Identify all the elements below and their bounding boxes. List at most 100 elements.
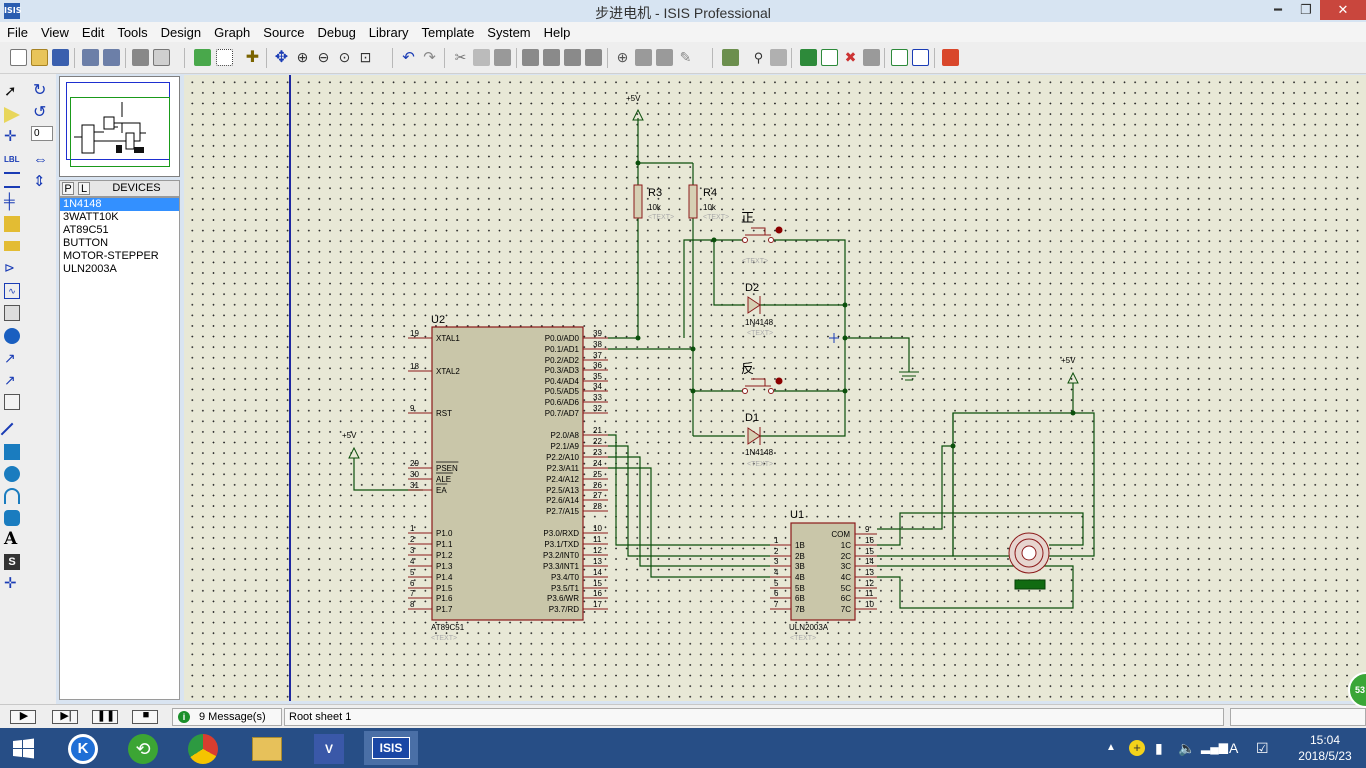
tray-volume-icon[interactable]: 🔈 [1178,740,1196,756]
cut-icon[interactable]: ✂ [454,49,467,65]
chip-u2[interactable]: U2 AT89C51 <TEXT> 19XTAL118XTAL29RST29PS… [408,314,608,642]
u2-pin-3[interactable]: 3P1.2 [408,546,453,560]
isis-app-icon[interactable]: ISIS [4,3,21,19]
rotate-clockwise-icon[interactable]: ↻ [33,82,47,99]
taskbar-keil-icon[interactable]: V [302,731,356,765]
voltage-probe-icon[interactable]: ↗ [4,350,16,366]
remove-sheet-icon[interactable]: ✖ [844,49,857,65]
current-probe-icon[interactable]: ↗ [4,372,16,388]
device-item-uln2003a[interactable]: ULN2003A [63,263,117,275]
device-item-motor-stepper[interactable]: MOTOR-STEPPER [63,250,159,262]
taskbar-isis-icon[interactable]: ISIS [364,731,418,765]
packaging-tool-icon[interactable] [656,49,673,66]
make-device-icon[interactable] [635,49,652,66]
resistor-r4[interactable]: R4 10k <TEXT> [688,184,729,221]
device-item-at89c51[interactable]: AT89C51 [63,224,109,236]
subcircuit-icon[interactable] [4,216,20,232]
open-file-icon[interactable] [31,49,48,66]
play-button[interactable]: ▶ [10,710,36,724]
paste-icon[interactable] [494,49,511,66]
menu-design[interactable]: Design [160,25,202,40]
stop-button[interactable]: ■ [132,709,158,724]
menu-debug[interactable]: Debug [317,25,356,40]
marker-tool-icon[interactable]: ✛ [4,575,17,592]
mirror-horizontal-icon[interactable]: ⇔ [33,151,48,168]
rotate-anticlockwise-icon[interactable]: ↺ [33,104,47,121]
search-tag-icon[interactable]: ⚲ [753,50,764,65]
electrical-rules-check-icon[interactable] [912,49,929,66]
copy-icon[interactable] [473,49,490,66]
grid-icon[interactable] [216,49,233,66]
chip-u1[interactable]: U1 ULN2003A <TEXT> 9COM11B22B33B44B55B66… [770,509,877,642]
tray-action-center-icon[interactable]: ☑ [1256,740,1269,756]
tray-ime-indicator[interactable]: A [1229,740,1239,756]
device-pins-icon[interactable]: ⊳ [4,260,15,275]
library-manager-button[interactable]: L [78,182,90,195]
menu-source[interactable]: Source [263,25,305,40]
terminals-icon[interactable] [4,241,20,251]
step-button[interactable]: ▶| [52,710,78,724]
minimize-button[interactable]: ━ [1274,2,1282,17]
u2-pin-4[interactable]: 4P1.3 [408,557,453,571]
taskbar-explorer-icon[interactable] [240,731,294,765]
netlist-to-ares-icon[interactable] [942,49,959,66]
u1-pin-3[interactable]: 33B [770,557,805,571]
line-tool-icon[interactable] [0,422,24,446]
print-area-icon[interactable] [153,49,170,66]
print-icon[interactable] [132,49,149,66]
u1-pin-6[interactable]: 66B [770,589,805,603]
taskbar-clock[interactable]: 15:04 2018/5/23 [1290,732,1360,764]
block-rotate-icon[interactable] [564,49,581,66]
menu-file[interactable]: File [7,25,28,40]
add-sheet-icon[interactable] [821,49,838,66]
menu-library[interactable]: Library [368,25,409,40]
power-terminal-top[interactable]: +5V [626,94,644,121]
menu-view[interactable]: View [40,25,69,40]
redo-icon[interactable]: ↷ [423,49,436,66]
ground-terminal[interactable] [899,371,919,381]
menu-tools[interactable]: Tools [117,25,148,40]
device-item-button[interactable]: BUTTON [63,237,109,249]
zoom-area-icon[interactable]: ⊡ [359,49,372,65]
close-button[interactable]: ✕ [1320,0,1366,20]
virtual-instruments-icon[interactable] [4,394,20,410]
text-script-icon[interactable] [4,172,20,188]
menu-graph[interactable]: Graph [214,25,251,40]
button-reverse[interactable]: 反 [741,361,783,394]
origin-icon[interactable]: ✚ [245,49,260,66]
device-item-1n4148[interactable]: 1N4148 [60,198,179,211]
rotation-angle-input[interactable] [31,126,53,141]
taskbar-app-k-icon[interactable]: K [58,731,112,765]
u1-pin-1[interactable]: 11B [770,536,805,550]
schematic-canvas[interactable] [184,75,1366,701]
tray-overflow-icon[interactable]: ▲ [1106,742,1116,753]
zoom-out-icon[interactable]: ⊖ [317,49,330,65]
u2-pin-6[interactable]: 6P1.5 [408,579,453,593]
undo-icon[interactable]: ↶ [402,49,415,66]
block-copy-icon[interactable] [522,49,539,66]
button-forward[interactable]: 正 <TEXT> [741,210,783,265]
import-section-icon[interactable] [82,49,99,66]
decompose-icon[interactable]: ✎ [679,49,692,65]
new-sheet-icon[interactable] [800,49,817,66]
stepper-motor[interactable] [1008,532,1050,590]
u1-pin-7[interactable]: 77B [770,600,805,614]
power-terminal-motor[interactable]: +5V [1061,356,1079,384]
pick-devices-button[interactable]: P [62,182,74,195]
